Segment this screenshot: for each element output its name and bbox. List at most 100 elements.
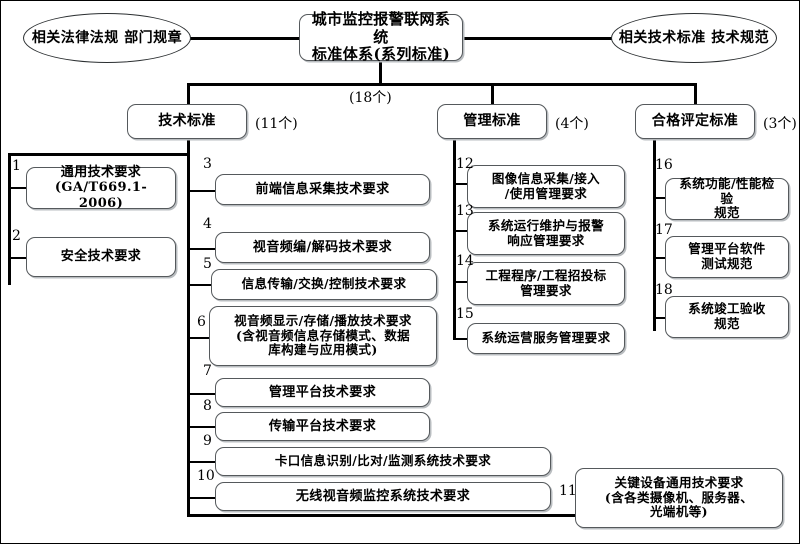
item-3-index: 3	[203, 156, 212, 172]
item-6-line3: 库构建与应用模式)	[268, 342, 378, 358]
connector-item-7	[187, 393, 217, 395]
connector-item-9	[187, 461, 217, 463]
connector-management-stem	[453, 139, 456, 155]
root-count: (18个)	[349, 90, 392, 106]
item-12-line2: /使用管理要求	[504, 185, 588, 201]
item-12-index: 12	[456, 156, 474, 172]
item-16-line2: 规范	[714, 205, 740, 221]
item-6-index: 6	[197, 314, 206, 330]
connector-item-1	[8, 187, 30, 189]
connector-bus-to-conformity	[694, 83, 697, 105]
node-item-1: 通用技术要求 (GA/T669.1-2006)	[26, 165, 176, 211]
node-item-6: 视音频显示/存储/播放技术要求 (含视音频信息存储模式、数据 库构建与应用模式)	[209, 306, 437, 366]
item-13-line2: 响应管理要求	[507, 232, 585, 248]
connector-legal-to-root	[189, 37, 301, 40]
item-13-line1: 系统运行维护与报警	[487, 217, 605, 233]
technical-standards-count: (11个)	[255, 116, 298, 132]
item-1-index: 1	[12, 158, 21, 174]
item-1-line1: 通用技术要求	[60, 165, 142, 181]
connector-item-14	[453, 281, 471, 283]
item-7-index: 7	[203, 363, 212, 379]
item-10-line1: 无线视音频监控系统技术要求	[295, 488, 471, 504]
item-9-index: 9	[203, 433, 212, 449]
node-item-14: 工程程序/工程招投标 管理要求	[467, 262, 625, 305]
item-17-line1: 管理平台软件	[688, 241, 766, 257]
item-15-line1: 系统运营服务管理要求	[481, 330, 611, 346]
bus-level2	[187, 83, 697, 86]
connector-item-5	[187, 284, 213, 286]
node-item-2: 安全技术要求	[26, 237, 176, 277]
connector-conformity-stem	[653, 139, 656, 155]
item-11-line1: 关键设备通用技术要求	[614, 474, 744, 490]
item-8-index: 8	[203, 398, 212, 414]
item-14-line2: 管理要求	[520, 282, 572, 298]
connector-item-16	[653, 197, 669, 199]
node-item-11: 关键设备通用技术要求 (含各类摄像机、服务器、 光端机等)	[575, 468, 783, 528]
management-standards-label: 管理标准	[463, 113, 521, 130]
item-5-index: 5	[203, 256, 212, 272]
node-technical-standards: 技术标准	[127, 104, 247, 139]
item-1-line2: (GA/T669.1-2006)	[54, 180, 148, 211]
connector-item-2	[8, 257, 30, 259]
technical-standards-label: 技术标准	[158, 113, 216, 130]
item-17-line2: 测试规范	[701, 256, 753, 271]
connector-bus-to-technical	[187, 83, 190, 105]
connector-bus-to-management	[491, 83, 494, 105]
node-item-15: 系统运营服务管理要求	[467, 323, 625, 354]
connector-item-6	[187, 337, 211, 339]
item-15-index: 15	[456, 306, 474, 322]
item-7-line1: 管理平台技术要求	[268, 384, 377, 400]
item-2-index: 2	[12, 228, 21, 244]
node-item-5: 信息传输/交换/控制技术要求	[211, 269, 437, 300]
node-item-9: 卡口信息识别/比对/监测系统技术要求	[215, 447, 551, 476]
trunk-conformity	[653, 153, 656, 331]
connector-bottom-to-item11	[187, 514, 579, 517]
node-item-13: 系统运行维护与报警 响应管理要求	[467, 212, 625, 255]
node-item-10: 无线视音频监控系统技术要求	[215, 482, 551, 511]
connector-item-10	[187, 497, 217, 499]
conformity-standards-count: (3个)	[763, 116, 797, 132]
connector-root-stem	[379, 61, 382, 84]
item-12-line1: 图像信息采集/接入	[491, 170, 601, 186]
management-standards-count: (4个)	[555, 116, 589, 132]
connector-item-17	[653, 257, 669, 259]
item-5-line1: 信息传输/交换/控制技术要求	[241, 276, 407, 292]
conformity-standards-label: 合格评定标准	[651, 113, 739, 130]
item-11-index: 11	[559, 483, 577, 499]
node-item-16: 系统功能/性能检验 规范	[665, 175, 789, 221]
connector-item-15	[453, 338, 471, 340]
item-6-line2: (含视音频信息存储模式、数据	[235, 327, 410, 343]
item-16-line1: 系统功能/性能检验	[679, 175, 775, 206]
connector-item-4	[187, 248, 217, 250]
node-item-17: 管理平台软件 测试规范	[665, 236, 789, 278]
item-13-index: 13	[456, 203, 474, 219]
node-legal-regulations: 相关法律法规 部门规章	[23, 13, 191, 63]
item-17-index: 17	[655, 222, 673, 238]
node-technical-specifications: 相关技术标准 技术规范	[611, 13, 777, 63]
node-item-8: 传输平台技术要求	[215, 412, 430, 441]
item-6-line1: 视音频显示/存储/播放技术要求	[234, 312, 412, 328]
item-10-index: 10	[197, 468, 215, 484]
item-8-line1: 传输平台技术要求	[268, 418, 377, 434]
trunk-management	[453, 153, 456, 338]
legal-regulations-line2: 部门规章	[124, 29, 183, 46]
item-9-line1: 卡口信息识别/比对/监测系统技术要求	[274, 453, 492, 469]
root-line2: 标准体系(系列标准)	[311, 45, 451, 64]
connector-item-12	[453, 183, 471, 185]
connector-item-13	[453, 230, 471, 232]
connector-item-8	[187, 426, 217, 428]
connector-technical-stem	[187, 139, 190, 155]
item-11-line3: 光端机等)	[650, 504, 708, 520]
legal-regulations-line1: 相关法律法规	[31, 29, 119, 46]
node-item-18: 系统竣工验收 规范	[665, 296, 789, 338]
trunk-technical-left	[8, 153, 11, 285]
node-management-standards: 管理标准	[437, 104, 547, 139]
node-item-12: 图像信息采集/接入 /使用管理要求	[467, 165, 625, 208]
node-item-3: 前端信息采集技术要求	[215, 174, 430, 205]
item-2-line1: 安全技术要求	[60, 249, 142, 265]
connector-root-to-techspec	[461, 37, 613, 40]
crossbar-technical-left	[8, 153, 190, 156]
node-item-7: 管理平台技术要求	[215, 378, 430, 407]
root-line1: 城市监控报警联网系统	[311, 9, 451, 46]
